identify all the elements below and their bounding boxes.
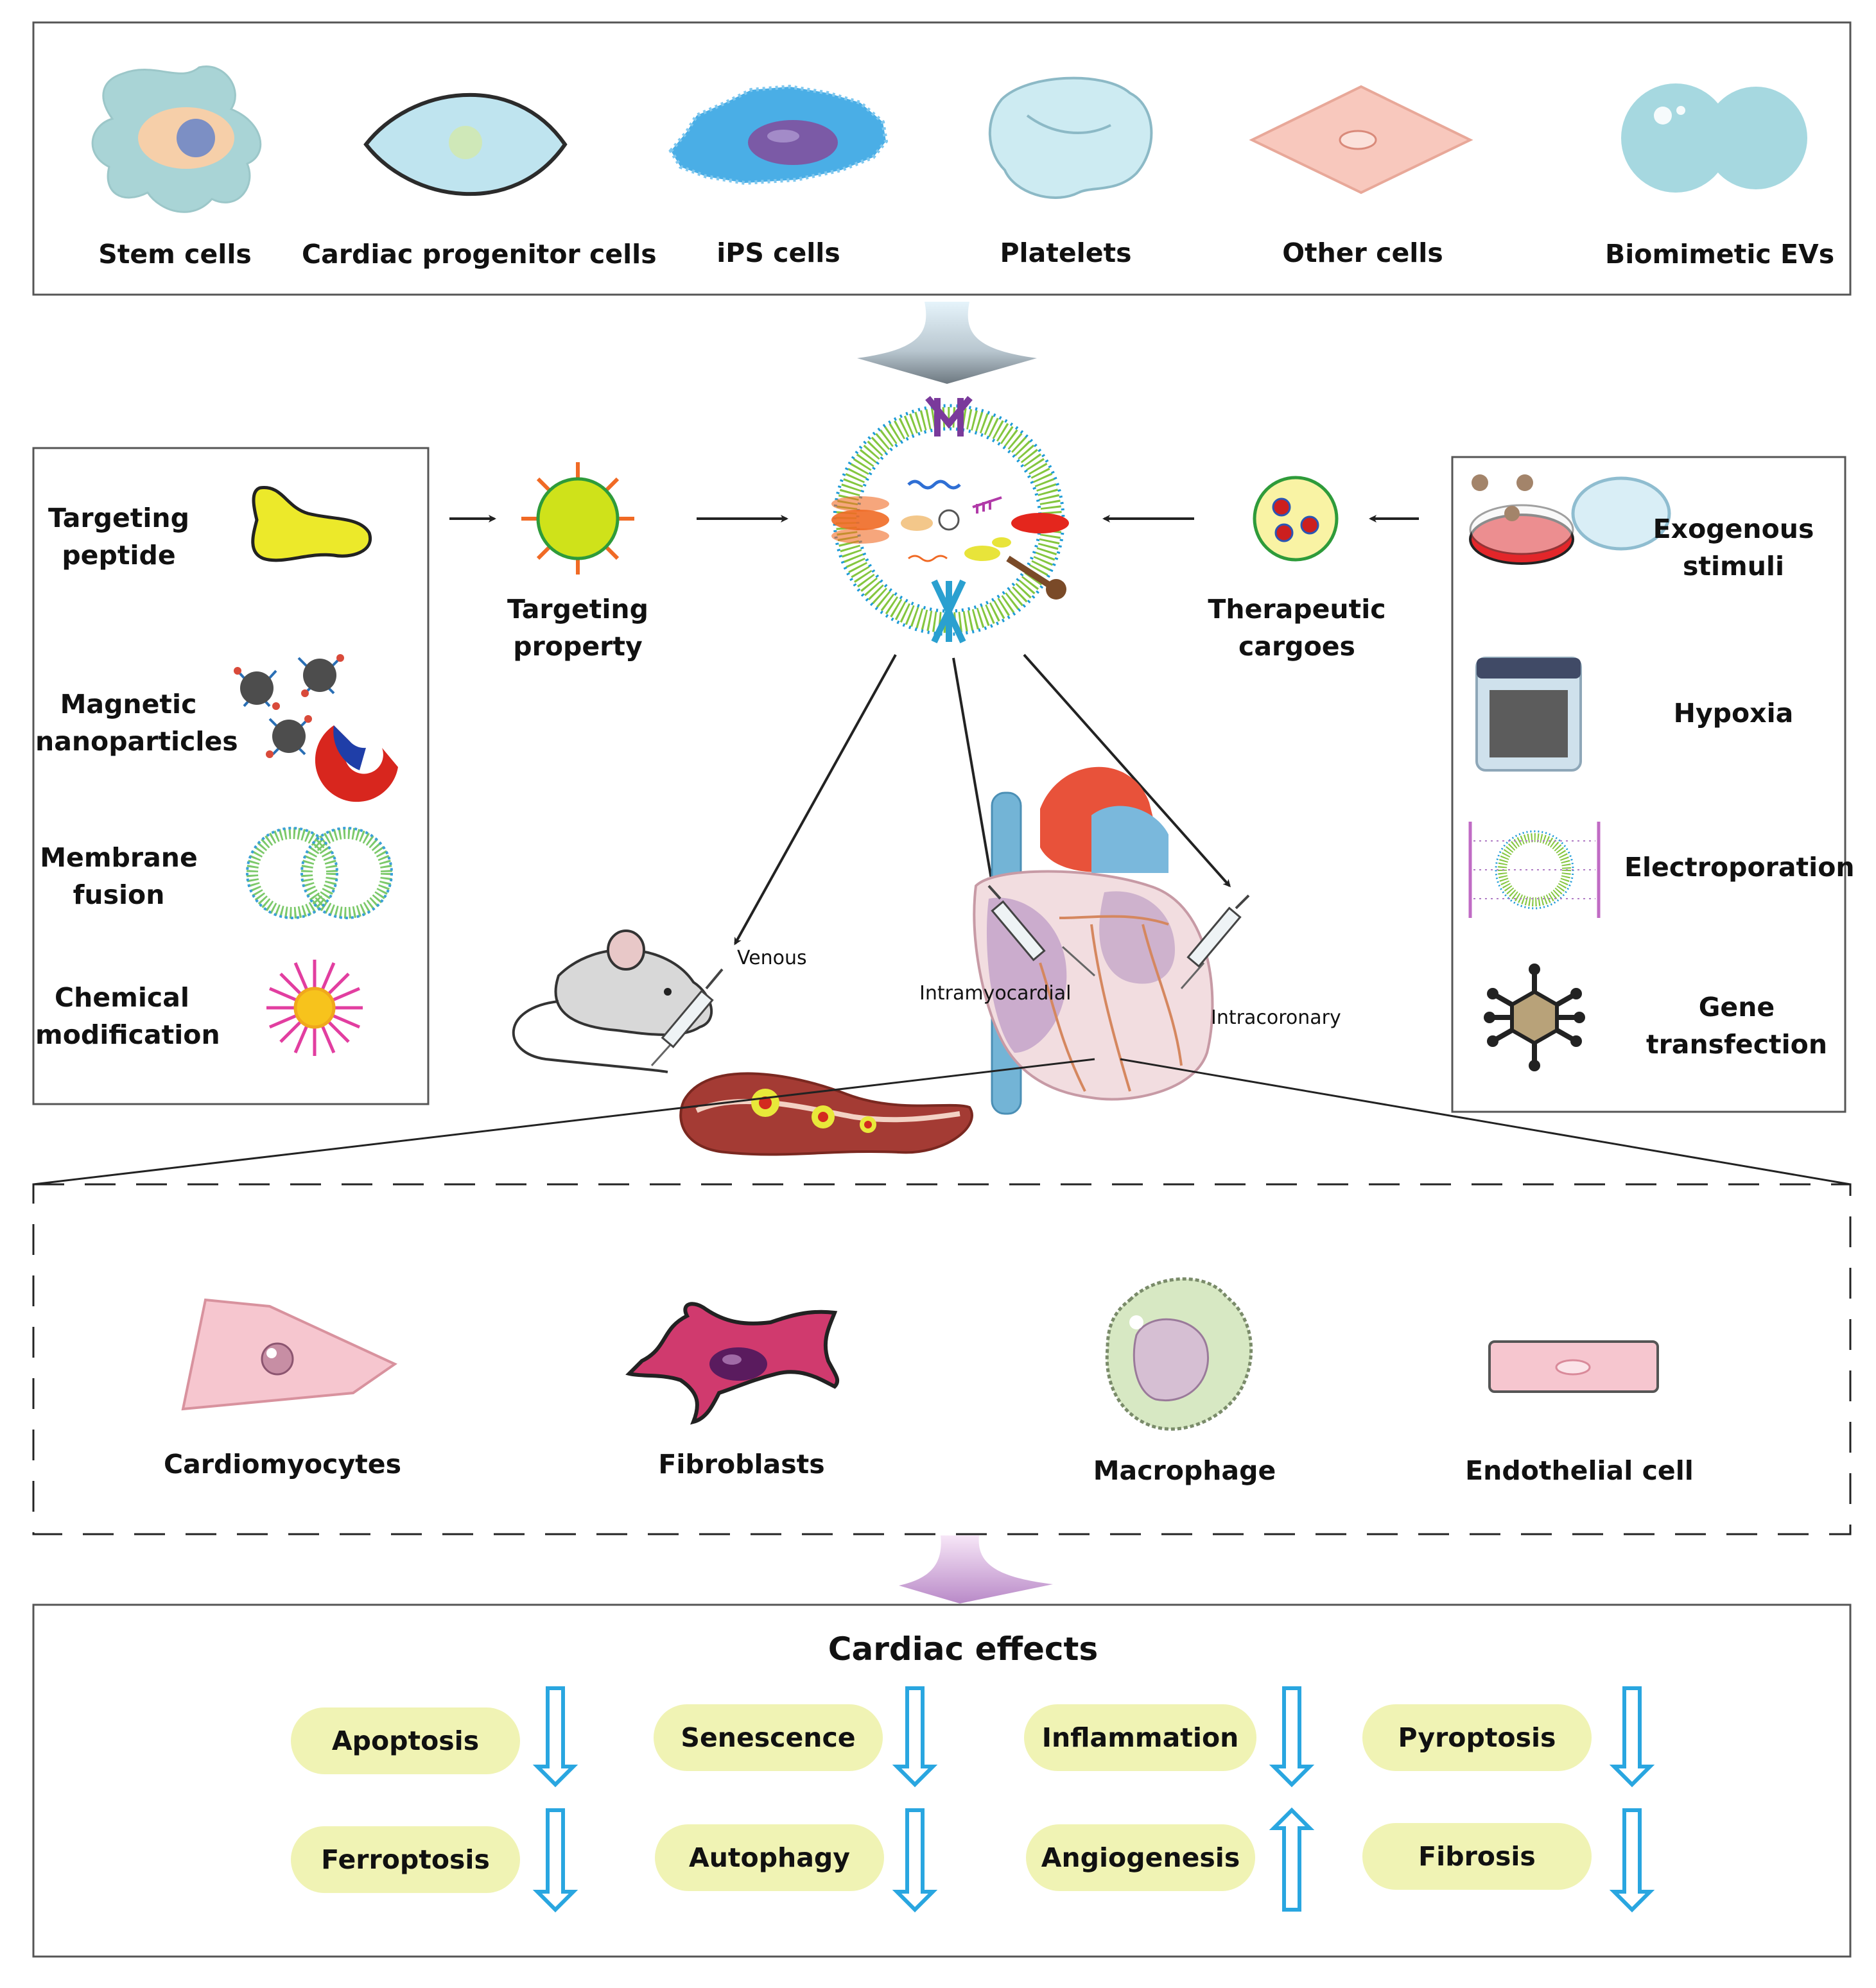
syringe-venous-icon xyxy=(650,968,724,1067)
ips-cell-icon xyxy=(668,84,889,186)
intracoronary-label: Intracoronary xyxy=(1211,1007,1341,1029)
incubator-icon xyxy=(1475,657,1582,772)
electroporation-icon xyxy=(1468,822,1601,918)
gene-transfection-label: Gene transfection xyxy=(1646,992,1828,1060)
effect-arrow-down-icon xyxy=(532,1808,578,1913)
intramyocardial-label: Intramyocardial xyxy=(919,982,1072,1005)
effect-pill-angiogenesis: Angiogenesis xyxy=(1026,1824,1255,1891)
fibroblast-icon xyxy=(625,1302,840,1425)
fibroblasts-label: Fibroblasts xyxy=(658,1449,825,1480)
endothelial-cell-label: Endothelial cell xyxy=(1465,1455,1694,1486)
cardiomyocytes-label: Cardiomyocytes xyxy=(163,1449,401,1480)
therapeutic-cargoes-icon xyxy=(1253,476,1339,562)
effect-arrow-up-icon xyxy=(1269,1807,1315,1912)
effect-pill-fibrosis: Fibrosis xyxy=(1362,1823,1592,1890)
magnetic-nanoparticles-icon xyxy=(234,654,398,802)
engineering-right-box xyxy=(1451,456,1846,1113)
cardiac-effects-box xyxy=(32,1603,1852,1958)
therapeutic-cargoes-label: Therapeutic cargoes xyxy=(1208,594,1386,662)
ips-cells-label: iPS cells xyxy=(717,238,840,268)
mouse-icon xyxy=(512,929,713,1073)
effect-arrow-down-icon xyxy=(892,1808,938,1913)
magnetic-nanoparticles-label: Magnetic nanoparticles xyxy=(35,689,238,757)
biomimetic-evs-label: Biomimetic EVs xyxy=(1605,239,1835,270)
chemical-modification-icon xyxy=(266,960,363,1056)
effect-pill-autophagy: Autophagy xyxy=(655,1824,884,1891)
heart-icon xyxy=(973,766,1214,1115)
targeting-property-label: Targeting property xyxy=(507,594,648,662)
effect-pill-senescence: Senescence xyxy=(654,1704,883,1771)
cardiomyocyte-icon xyxy=(181,1298,398,1411)
targeting-peptide-label: Targeting peptide xyxy=(48,503,189,571)
stem-cells-label: Stem cells xyxy=(98,239,252,270)
petri-dish-icon xyxy=(1469,474,1671,565)
engineered-ev-icon xyxy=(831,395,1069,644)
chemical-modification-label: Chemical modification xyxy=(35,982,220,1050)
effect-pill-pyroptosis: Pyroptosis xyxy=(1362,1704,1592,1771)
effect-arrow-down-icon xyxy=(1609,1686,1655,1788)
effect-pill-inflammation: Inflammation xyxy=(1024,1704,1256,1771)
hypoxia-label: Hypoxia xyxy=(1673,698,1794,729)
effect-arrow-down-icon xyxy=(892,1686,938,1788)
biomimetic-ev-icon xyxy=(1621,83,1807,193)
electroporation-label: Electroporation xyxy=(1624,852,1855,883)
cardiac-progenitor-cells-label: Cardiac progenitor cells xyxy=(302,239,657,270)
cardiac-progenitor-cell-icon xyxy=(363,92,568,196)
syringe-intracoronary-icon xyxy=(1180,894,1250,989)
effect-pill-ferroptosis: Ferroptosis xyxy=(291,1826,520,1893)
platelets-label: Platelets xyxy=(1000,238,1132,268)
virus-icon xyxy=(1484,964,1585,1071)
syringe-intramyocardial-icon xyxy=(987,885,1096,977)
membrane-fusion-icon xyxy=(246,827,393,919)
effect-arrow-down-icon xyxy=(1269,1686,1315,1788)
macrophage-label: Macrophage xyxy=(1093,1455,1276,1486)
effect-arrow-down-icon xyxy=(1609,1808,1655,1913)
targeting-peptide-icon xyxy=(251,486,372,562)
endothelial-cell-icon xyxy=(1488,1340,1659,1393)
blood-vessel-icon xyxy=(679,1072,973,1156)
membrane-fusion-label: Membrane fusion xyxy=(40,842,198,910)
engineering-left-box xyxy=(32,447,430,1105)
source-cells-box xyxy=(32,21,1852,296)
funnel-arrow-purple xyxy=(899,1535,1053,1603)
cardiac-effects-title: Cardiac effects xyxy=(828,1630,1099,1668)
effect-arrow-down-icon xyxy=(532,1686,578,1788)
platelet-icon xyxy=(988,76,1153,199)
stem-cell-icon xyxy=(91,65,262,213)
other-cells-label: Other cells xyxy=(1282,238,1443,268)
venous-label: Venous xyxy=(737,947,807,969)
macrophage-icon xyxy=(1105,1277,1253,1431)
effect-pill-apoptosis: Apoptosis xyxy=(291,1707,520,1774)
targeting-property-icon xyxy=(521,462,634,575)
other-cell-icon xyxy=(1249,85,1473,194)
funnel-arrow-gray xyxy=(857,302,1037,384)
exogenous-stimuli-label: Exogenous stimuli xyxy=(1653,514,1814,582)
